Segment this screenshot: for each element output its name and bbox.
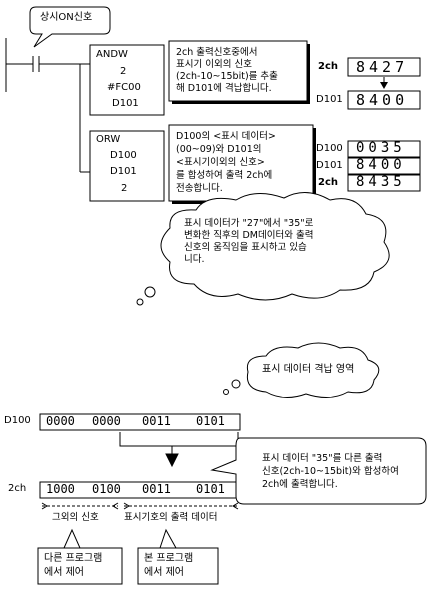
reg1-2ch-label: 2ch: [318, 61, 339, 72]
ladder: [5, 38, 90, 173]
orw-instruction-box: [89, 130, 165, 202]
reg2-d100-label: D100: [316, 143, 343, 154]
reg2-2ch-label: 2ch: [318, 177, 339, 188]
d100-label: D100: [4, 415, 31, 426]
d100-bits-1: 0000: [92, 414, 121, 428]
other-program-line-1: 다른 프로그램: [44, 553, 103, 564]
reg1-2ch-value: 8427: [356, 58, 409, 76]
andw-arg-c: D101: [112, 98, 139, 109]
orw-arg-b: D101: [110, 166, 137, 177]
cloud-note-line-1: 표시 데이터가 "27"에서 "35"로: [184, 218, 314, 229]
reg1-d101-label: D101: [316, 94, 343, 105]
orw-note-line-1: D100의 <표시 데이터>: [176, 131, 276, 142]
this-program-box-shape: [137, 528, 219, 585]
d100-bits-0: 0000: [46, 414, 75, 428]
always-on-label: 상시ON신호: [40, 12, 93, 23]
storage-area-label: 표시 데이터 격납 영역: [262, 364, 355, 375]
ch2-bits-0: 1000: [46, 482, 75, 496]
display-output-label: 표시기호의 출력 데이터: [124, 512, 218, 523]
andw-arg-a: 2: [120, 66, 127, 77]
always-on-callout: [29, 6, 111, 48]
cloud-note-line-4: 니다.: [184, 254, 205, 265]
andw-note-line-2: 표시기 이외의 신호: [176, 59, 252, 70]
d100-bits-3: 0101: [196, 414, 225, 428]
reg2-d101-label: D101: [316, 160, 343, 171]
orw-note-line-4: 를 합성하여 출력 2ch에: [176, 170, 273, 181]
ch2-label: 2ch: [8, 483, 27, 494]
reg2-2ch-value: 8435: [356, 174, 406, 190]
reg1-d101-value: 8400: [356, 91, 409, 109]
orw-note-line-5: 전송합니다.: [176, 183, 223, 194]
this-program-line-1: 본 프로그램: [144, 553, 194, 564]
this-program-line-2: 에서 제어: [144, 567, 184, 578]
d100-bits-2: 0011: [142, 414, 171, 428]
reg2-d100-value: 0035: [356, 140, 406, 156]
orw-op: ORW: [96, 134, 121, 145]
andw-note-line-4: 해 D101에 격납합니다.: [176, 83, 272, 94]
cloud-note-shape: [136, 192, 390, 306]
d100-bit-box: [39, 413, 241, 431]
andw-op: ANDW: [96, 49, 128, 60]
other-signal-label: 그외의 신호: [52, 512, 99, 523]
merge-arrow: [119, 432, 239, 468]
synthesis-callout-line-3: 2ch에 출력합니다.: [262, 479, 338, 490]
cloud-note-line-3: 신호의 움직임을 표시하고 있습: [184, 242, 307, 253]
synthesis-callout-line-1: 표시 데이터 "35"를 다른 출력: [262, 453, 383, 464]
andw-instruction-box: [89, 44, 165, 116]
orw-note-line-2: (00~09)와 D101의: [176, 144, 262, 155]
orw-note-line-3: <표시기이외의 신호>: [176, 157, 265, 168]
andw-arg-b: #FC00: [107, 82, 141, 93]
andw-note-line-3: (2ch-10~15bit)를 추출: [176, 71, 278, 82]
cloud-note-line-2: 변화한 직후의 DM데이터와 출력: [184, 230, 314, 241]
andw-note-box: [168, 40, 308, 102]
bit-range-dimensions: [41, 502, 239, 510]
other-program-box-shape: [37, 528, 123, 585]
orw-arg-c: 2: [121, 183, 128, 194]
synthesis-callout-line-2: 신호(2ch-10~15bit)와 합성하여: [262, 466, 399, 477]
ch2-bits-2: 0011: [142, 482, 171, 496]
orw-note-box: [168, 124, 314, 202]
register-panel-1: [347, 57, 421, 110]
orw-arg-a: D100: [110, 150, 137, 161]
storage-area-cloud-shape: [223, 342, 380, 398]
reg2-d101-value: 8400: [356, 157, 406, 173]
other-program-line-2: 에서 제어: [44, 567, 84, 578]
ch2-bits-1: 0100: [92, 482, 121, 496]
register-panel-2: [347, 140, 421, 192]
andw-note-line-1: 2ch 출력신호중에서: [176, 47, 258, 58]
synthesis-callout: [210, 437, 427, 505]
ch2-bits-3: 0101: [196, 482, 225, 496]
